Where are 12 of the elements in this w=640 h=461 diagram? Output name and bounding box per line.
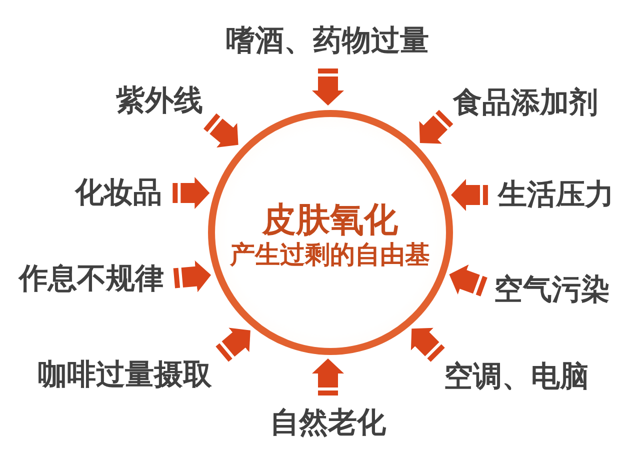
factor-label: 生活压力 (498, 178, 614, 211)
factor-label: 食品添加剂 (453, 86, 598, 119)
factor-label: 自然老化 (270, 406, 386, 439)
factor-label: 化妆品 (75, 176, 162, 209)
factor-label: 空调、电脑 (444, 360, 589, 393)
factor-label: 紫外线 (116, 84, 203, 117)
factor-label: 空气污染 (494, 273, 610, 306)
factor-label: 咖啡过量摄取 (38, 358, 212, 391)
circle-title: 皮肤氧化 (262, 200, 398, 240)
factor-label: 作息不规律 (19, 262, 164, 295)
circle-subtitle: 产生过剩的自由基 (230, 240, 430, 270)
factor-label: 嗜酒、药物过量 (226, 24, 429, 57)
